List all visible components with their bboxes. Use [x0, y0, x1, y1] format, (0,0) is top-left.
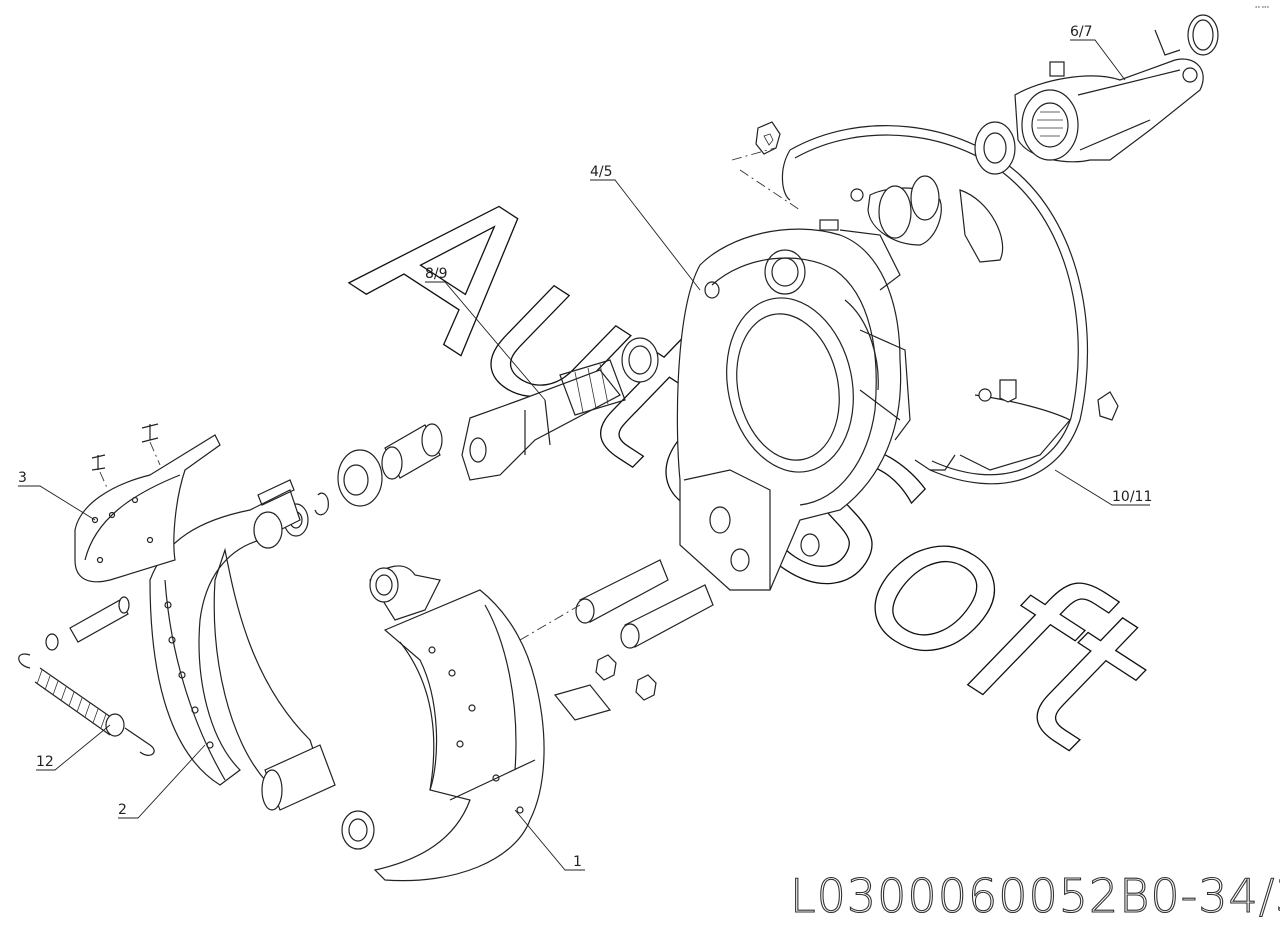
- label-12: 12: [36, 754, 54, 770]
- camshaft: [461, 337, 659, 481]
- label-8-9: 8/9: [425, 266, 448, 282]
- part-code: L0300060052B0-34/35: [790, 869, 1280, 923]
- brake-shoe-1: [341, 565, 545, 882]
- leader-lines: [18, 39, 1150, 871]
- lining-3: [74, 423, 221, 583]
- label-3: 3: [18, 470, 27, 486]
- brake-shoe-2: [149, 479, 336, 811]
- label-10-11: 10/11: [1112, 489, 1152, 505]
- callout-labels: 3 12 2 1 8/9 4/5 6/7 10/11: [18, 24, 1152, 870]
- label-2: 2: [118, 802, 127, 818]
- slack-adjuster: [974, 14, 1219, 175]
- backing-plate: [731, 121, 1119, 485]
- label-6-7: 6/7: [1070, 24, 1093, 40]
- corner-mark: °° °°°: [1255, 6, 1270, 12]
- anchor-pins: [519, 559, 714, 721]
- label-4-5: 4/5: [590, 164, 613, 180]
- brake-spider: [676, 175, 1017, 591]
- spring-12: [18, 596, 155, 756]
- label-1: 1: [573, 854, 582, 870]
- bushings: [283, 423, 443, 537]
